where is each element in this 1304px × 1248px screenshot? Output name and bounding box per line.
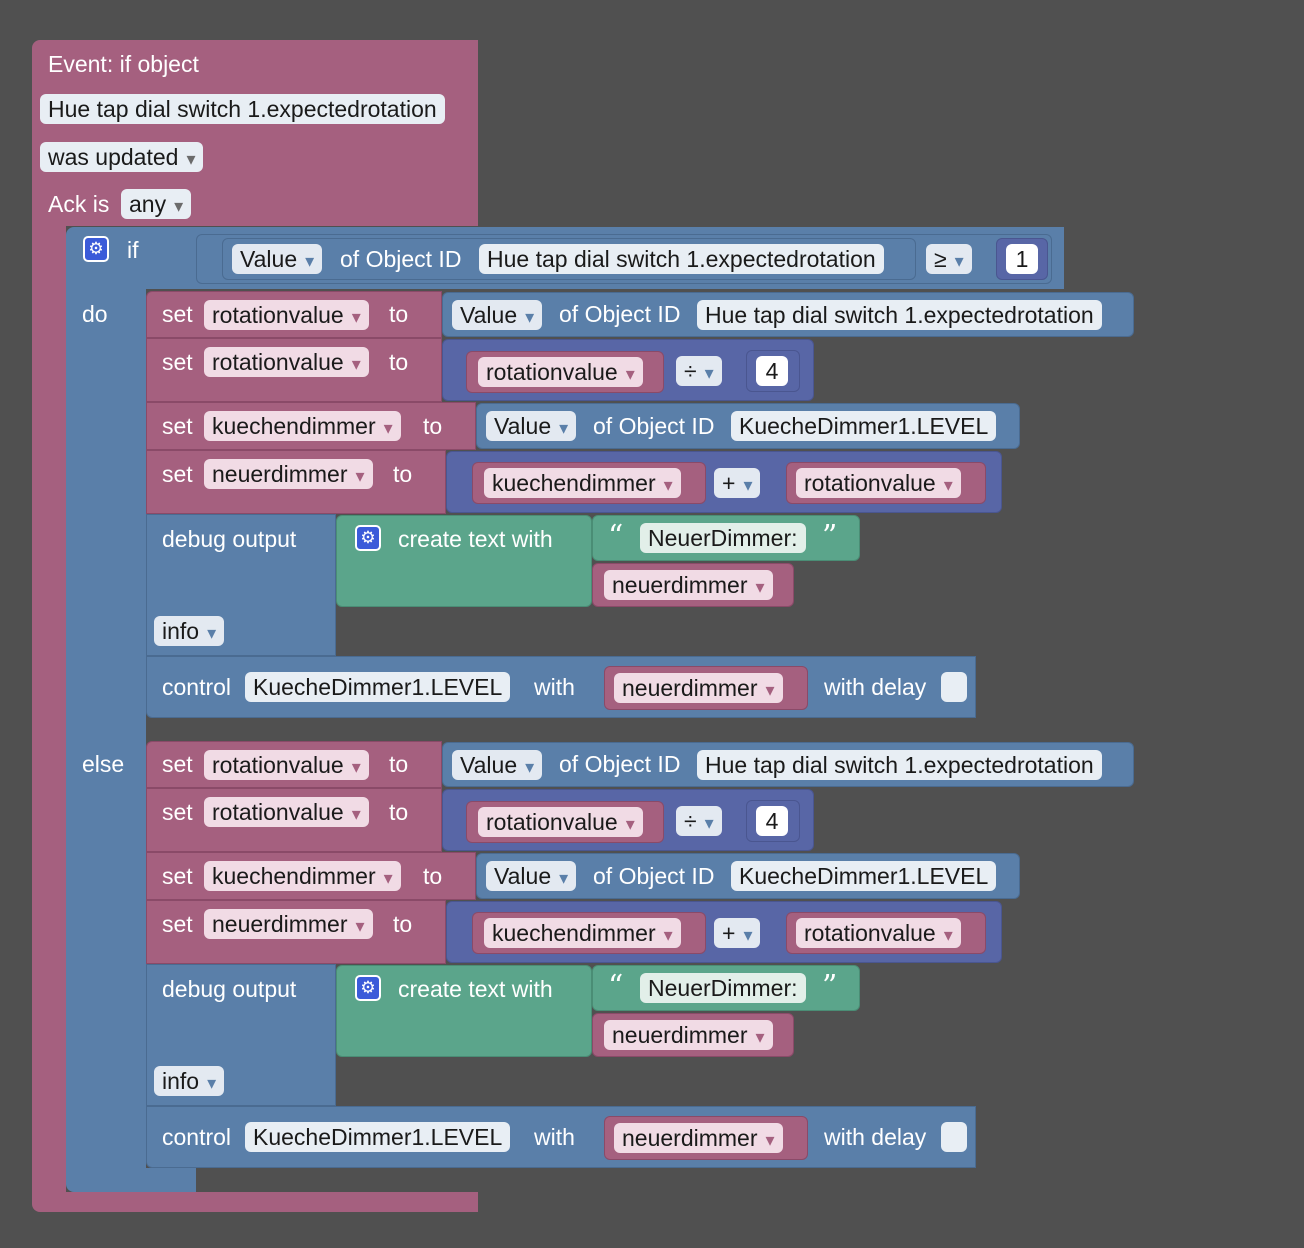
variable-dropdown-rotationvalue[interactable]: rotationvalue (204, 347, 369, 377)
variable-dropdown-rotationvalue[interactable]: rotationvalue (204, 300, 369, 330)
value-dropdown[interactable]: Value (486, 861, 577, 891)
create-text-with-label: create text with (398, 526, 553, 552)
variable-dropdown-rotationvalue[interactable]: rotationvalue (204, 750, 369, 780)
variable-dropdown-neuerdimmer[interactable]: neuerdimmer (204, 459, 373, 489)
gear-icon[interactable]: ⚙ (355, 975, 381, 1001)
set-label: set (162, 461, 193, 487)
with-delay-checkbox[interactable] (941, 672, 967, 702)
variable-dropdown-kuechendimmer[interactable]: kuechendimmer (204, 411, 401, 441)
event-title: Event: if object (48, 51, 199, 77)
variable-dropdown-rotationvalue[interactable]: rotationvalue (204, 797, 369, 827)
with-label: with (534, 1124, 575, 1150)
with-delay-label: with delay (824, 674, 927, 700)
math-operator-dropdown[interactable]: + (714, 918, 761, 948)
debug-level-dropdown[interactable]: info (154, 1066, 225, 1096)
math-operator-dropdown[interactable]: ÷ (676, 806, 722, 836)
if-label: if (127, 237, 139, 263)
with-delay-label: with delay (824, 1124, 927, 1150)
else-label: else (82, 751, 125, 777)
of-object-id-label: of Object ID (559, 751, 681, 777)
set-label: set (162, 349, 193, 375)
event-block[interactable] (32, 40, 478, 226)
object-id-field[interactable]: KuecheDimmer1.LEVEL (731, 411, 997, 441)
with-delay-checkbox[interactable] (941, 1122, 967, 1152)
to-label: to (389, 799, 409, 825)
do-label: do (82, 301, 108, 327)
set-label: set (162, 301, 193, 327)
open-quote-icon: “ (608, 519, 624, 554)
condition-value-dropdown[interactable]: Value (232, 244, 323, 274)
set-label: set (162, 911, 193, 937)
to-label: to (389, 751, 409, 777)
event-block-footer (32, 1192, 478, 1212)
open-quote-icon: “ (608, 969, 624, 1004)
if-spine (66, 289, 146, 1189)
left-variable-dropdown[interactable]: kuechendimmer (484, 918, 681, 948)
ack-dropdown[interactable]: any (121, 189, 192, 219)
control-object-id-field[interactable]: KuecheDimmer1.LEVEL (245, 1122, 511, 1152)
to-label: to (393, 461, 413, 487)
condition-of-object-id-label: of Object ID (340, 246, 462, 272)
value-dropdown[interactable]: Value (486, 411, 577, 441)
operand-variable-dropdown[interactable]: rotationvalue (478, 357, 643, 387)
text-literal-field[interactable]: NeuerDimmer: (640, 523, 806, 553)
object-id-field[interactable]: Hue tap dial switch 1.expectedrotation (697, 750, 1102, 780)
ack-label: Ack is (48, 191, 110, 217)
set-label: set (162, 413, 193, 439)
if-footer (66, 1168, 196, 1192)
right-variable-dropdown[interactable]: rotationvalue (796, 918, 961, 948)
to-label: to (423, 413, 443, 439)
event-trigger-dropdown[interactable]: was updated (40, 142, 204, 172)
condition-object-id-field[interactable]: Hue tap dial switch 1.expectedrotation (479, 244, 884, 274)
object-id-field[interactable]: Hue tap dial switch 1.expectedrotation (697, 300, 1102, 330)
of-object-id-label: of Object ID (559, 301, 681, 327)
set-label: set (162, 751, 193, 777)
condition-number-field[interactable]: 1 (1006, 244, 1038, 274)
variable-dropdown-neuerdimmer[interactable]: neuerdimmer (204, 909, 373, 939)
with-label: with (534, 674, 575, 700)
debug-level-dropdown[interactable]: info (154, 616, 225, 646)
control-object-id-field[interactable]: KuecheDimmer1.LEVEL (245, 672, 511, 702)
control-variable-dropdown[interactable]: neuerdimmer (614, 1123, 783, 1153)
close-quote-icon: ” (822, 519, 838, 554)
set-label: set (162, 863, 193, 889)
control-variable-dropdown[interactable]: neuerdimmer (614, 673, 783, 703)
create-text-with-label: create text with (398, 976, 553, 1002)
left-variable-dropdown[interactable]: kuechendimmer (484, 468, 681, 498)
of-object-id-label: of Object ID (593, 413, 715, 439)
set-label: set (162, 799, 193, 825)
event-object-id-field[interactable]: Hue tap dial switch 1.expectedrotation (40, 94, 445, 124)
value-dropdown[interactable]: Value (452, 300, 543, 330)
close-quote-icon: ” (822, 969, 838, 1004)
control-label: control (162, 1124, 232, 1150)
math-operator-dropdown[interactable]: + (714, 468, 761, 498)
divisor-number-field[interactable]: 4 (756, 806, 788, 836)
condition-operator-dropdown[interactable]: ≥ (926, 244, 972, 274)
debug-output-label: debug output (162, 976, 297, 1002)
to-label: to (389, 301, 409, 327)
text-variable-dropdown[interactable]: neuerdimmer (604, 1020, 773, 1050)
text-literal-field[interactable]: NeuerDimmer: (640, 973, 806, 1003)
event-block-spine (32, 226, 66, 1196)
debug-output-label: debug output (162, 526, 297, 552)
value-dropdown[interactable]: Value (452, 750, 543, 780)
control-label: control (162, 674, 232, 700)
of-object-id-label: of Object ID (593, 863, 715, 889)
right-variable-dropdown[interactable]: rotationvalue (796, 468, 961, 498)
text-variable-dropdown[interactable]: neuerdimmer (604, 570, 773, 600)
math-operator-dropdown[interactable]: ÷ (676, 356, 722, 386)
divisor-number-field[interactable]: 4 (756, 356, 788, 386)
to-label: to (393, 911, 413, 937)
gear-icon[interactable]: ⚙ (355, 525, 381, 551)
gear-icon[interactable]: ⚙ (83, 236, 109, 262)
variable-dropdown-kuechendimmer[interactable]: kuechendimmer (204, 861, 401, 891)
to-label: to (389, 349, 409, 375)
operand-variable-dropdown[interactable]: rotationvalue (478, 807, 643, 837)
object-id-field[interactable]: KuecheDimmer1.LEVEL (731, 861, 997, 891)
to-label: to (423, 863, 443, 889)
